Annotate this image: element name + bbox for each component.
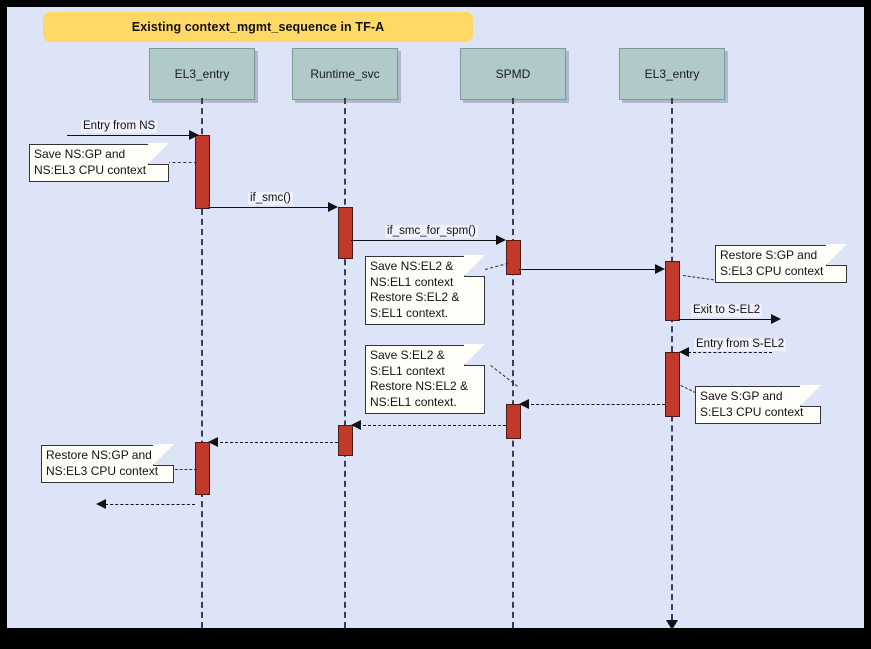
lifeline-label: EL3_entry <box>174 67 230 81</box>
arrow-left-icon <box>208 437 218 447</box>
message-line-el3-right-to-spmd-return <box>526 404 665 405</box>
arrow-right-icon <box>328 202 338 212</box>
message-line-el3-left-final-return <box>105 504 195 505</box>
arrow-left-icon <box>96 499 106 509</box>
arrow-left-icon <box>351 420 361 430</box>
note-fold-icon <box>148 143 169 165</box>
note-line: Save S:GP and <box>700 389 783 403</box>
note-line: Save NS:EL2 & <box>370 259 454 273</box>
arrow-left-icon <box>519 399 529 409</box>
message-line-runtime-svc-to-el3-left-return <box>215 442 338 443</box>
note-save-s-gp-context: Save S:GP and S:EL3 CPU context <box>695 385 821 424</box>
lifeline-el3-entry-left <box>201 98 203 628</box>
message-line-if-smc <box>208 207 330 208</box>
note-line: S:EL1 context. <box>370 305 449 320</box>
message-line-if-smc-for-spm <box>351 240 498 241</box>
arrow-left-icon <box>679 347 689 357</box>
sequence-diagram-canvas: Existing context_mgmt_sequence in TF-A E… <box>7 7 864 628</box>
lifeline-header-runtime-svc[interactable]: Runtime_svc <box>292 48 398 100</box>
note-connector-restore-s-gp <box>682 275 719 282</box>
activation-spmd-2 <box>506 404 521 439</box>
message-label-entry-from-ns: Entry from NS <box>81 120 158 133</box>
note-connector-save-ns-gp <box>167 162 197 163</box>
activation-runtime-svc-2 <box>338 425 353 456</box>
note-line: S:EL1 context <box>370 363 445 378</box>
note-restore-ns-gp-context: Restore NS:GP and NS:EL3 CPU context <box>41 444 174 483</box>
note-fold-icon <box>464 255 485 277</box>
note-line: Restore S:GP and <box>720 248 818 262</box>
arrow-right-icon <box>655 264 665 274</box>
note-fold-icon <box>464 344 485 366</box>
note-line: NS:EL1 context <box>370 274 454 289</box>
activation-el3-right-2 <box>665 352 680 417</box>
note-line: NS:EL3 CPU context <box>46 463 159 478</box>
lifeline-label: SPMD <box>495 67 531 81</box>
activation-el3-left-2 <box>195 442 210 495</box>
note-fold-icon <box>153 444 174 466</box>
note-connector-restore-ns-gp <box>175 469 197 470</box>
message-label-entry-from-sel2: Entry from S-EL2 <box>694 338 787 351</box>
lifeline-header-el3-entry-left[interactable]: EL3_entry <box>149 48 255 100</box>
lifeline-end-arrow-icon <box>666 620 678 628</box>
message-line-spmd-to-el3-right <box>519 269 657 270</box>
note-save-ns-gp-context: Save NS:GP and NS:EL3 CPU context <box>29 143 169 182</box>
note-save-s-el2-context: Save S:EL2 & S:EL1 context Restore NS:EL… <box>365 344 485 414</box>
note-line: Save NS:GP and <box>34 147 126 161</box>
lifeline-spmd <box>512 98 514 628</box>
note-line: NS:EL3 CPU context <box>34 162 147 177</box>
lifeline-header-el3-entry-right[interactable]: EL3_entry <box>619 48 725 100</box>
note-connector-save-ns-el2 <box>485 262 509 270</box>
note-line: S:EL3 CPU context <box>720 263 824 278</box>
arrow-right-icon <box>496 235 506 245</box>
note-line: Restore NS:GP and <box>46 448 152 462</box>
note-line: Restore S:EL2 & <box>370 290 460 304</box>
note-restore-s-gp-context: Restore S:GP and S:EL3 CPU context <box>715 244 847 283</box>
message-line-exit-to-sel2 <box>678 319 773 320</box>
note-line: NS:EL1 context. <box>370 394 457 409</box>
note-fold-icon <box>826 244 847 266</box>
lifeline-label: Runtime_svc <box>310 67 380 81</box>
note-line: S:EL3 CPU context <box>700 404 804 419</box>
note-fold-icon <box>800 385 821 407</box>
note-save-ns-el2-context: Save NS:EL2 & NS:EL1 context Restore S:E… <box>365 255 485 325</box>
diagram-title-banner: Existing context_mgmt_sequence in TF-A <box>43 12 473 42</box>
arrow-right-icon <box>189 130 199 140</box>
message-label-if-smc-for-spm: if_smc_for_spm() <box>385 225 478 238</box>
note-line: Restore NS:EL2 & <box>370 379 469 393</box>
lifeline-runtime-svc <box>344 98 346 628</box>
message-line-entry-from-sel2 <box>688 352 772 353</box>
activation-el3-right-1 <box>665 261 680 321</box>
message-line-entry-from-ns <box>67 135 191 136</box>
message-line-spmd-to-runtime-svc-return <box>358 425 506 426</box>
lifeline-label: EL3_entry <box>644 67 700 81</box>
message-label-if-smc: if_smc() <box>248 192 293 205</box>
note-line: Save S:EL2 & <box>370 348 445 362</box>
activation-runtime-svc-1 <box>338 207 353 259</box>
activation-el3-left-1 <box>195 135 210 209</box>
diagram-title-text: Existing context_mgmt_sequence in TF-A <box>131 20 385 34</box>
lifeline-header-spmd[interactable]: SPMD <box>460 48 566 100</box>
arrow-right-icon <box>771 314 781 324</box>
activation-spmd-1 <box>506 240 521 275</box>
message-label-exit-to-sel2: Exit to S-EL2 <box>691 304 763 317</box>
